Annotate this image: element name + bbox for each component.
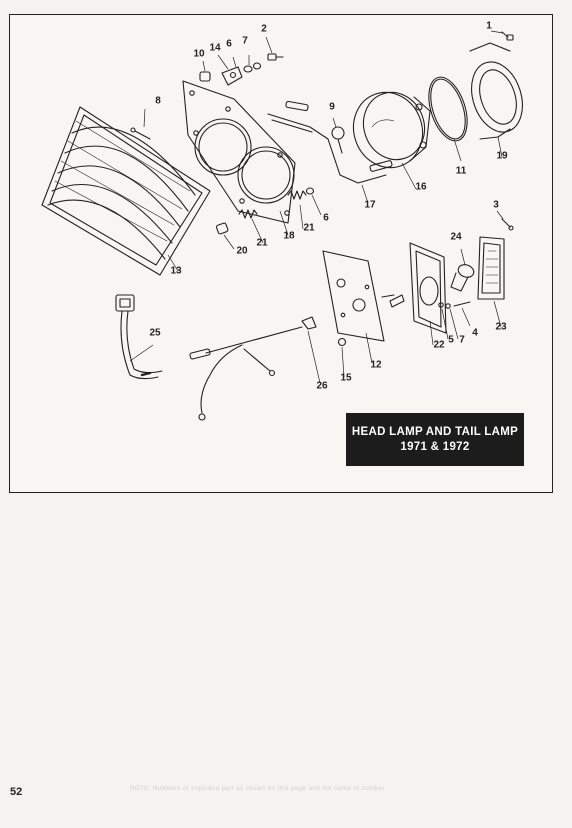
diagram-title: HEAD LAMP AND TAIL LAMP <box>351 426 519 438</box>
part-26-cable <box>189 316 317 421</box>
part-22-tail-housing <box>381 242 447 334</box>
callout-4: 4 <box>472 327 478 339</box>
callout-17: 17 <box>364 199 376 211</box>
callout-20: 20 <box>236 245 248 257</box>
part-13-grille <box>41 106 211 276</box>
diagram-title-box: HEAD LAMP AND TAIL LAMP 1971 & 1972 <box>346 413 524 466</box>
part-21-spring-right <box>287 190 307 200</box>
callout-21-left: 21 <box>256 237 268 249</box>
part-9-bulb <box>331 126 345 154</box>
callout-8: 8 <box>155 95 161 107</box>
part-4-screw <box>453 301 471 307</box>
part-6-washer-right <box>305 187 315 195</box>
part-11-ring <box>428 76 468 142</box>
callout-18: 18 <box>283 230 295 242</box>
part-23-lens <box>477 236 505 300</box>
part-19-housing-rim <box>469 42 523 140</box>
callout-7-top: 7 <box>242 35 248 47</box>
callout-6-top: 6 <box>226 38 232 50</box>
part-14-clip <box>221 66 243 86</box>
part-24-bulb <box>450 264 475 292</box>
callout-6-right: 6 <box>323 212 329 224</box>
callout-1: 1 <box>486 20 492 32</box>
callout-13: 13 <box>170 265 182 277</box>
callout-2: 2 <box>261 23 267 35</box>
callout-23: 23 <box>495 321 507 333</box>
part-2-screw <box>267 53 284 61</box>
callout-15: 15 <box>340 372 352 384</box>
part-20-adjuster <box>215 222 229 235</box>
part-1-screw <box>501 31 514 41</box>
part-21-spring-left <box>238 209 258 219</box>
part-25-connector <box>115 294 163 380</box>
part-10-nut <box>199 71 211 82</box>
callout-11: 11 <box>455 165 467 177</box>
callout-25: 25 <box>149 327 161 339</box>
diagram-years: 1971 & 1972 <box>400 441 470 453</box>
callout-9: 9 <box>329 101 335 113</box>
callout-5: 5 <box>448 334 454 346</box>
part-8-screw <box>130 127 151 140</box>
callout-19: 19 <box>496 150 508 162</box>
part-3-screw <box>501 218 514 231</box>
part-17-harness <box>267 100 393 184</box>
part-16-sealed-beam <box>352 91 431 169</box>
callout-7-right: 7 <box>459 334 465 346</box>
part-15-nut <box>337 337 347 347</box>
callout-22: 22 <box>433 339 445 351</box>
part-5-washer <box>438 302 444 308</box>
exploded-parts-diagram <box>41 30 523 421</box>
callout-12: 12 <box>370 359 382 371</box>
part-6-washer-top <box>243 65 253 73</box>
callout-14: 14 <box>209 42 221 54</box>
part-7-washer <box>445 303 451 309</box>
callout-26: 26 <box>316 380 328 392</box>
leader-lines <box>129 30 504 384</box>
callout-21-mid: 21 <box>303 222 315 234</box>
part-18-bracket <box>182 80 296 224</box>
part-12-mount-plate <box>322 250 385 342</box>
diagram-frame: 1 2 3 4 5 6 6 7 7 8 9 10 11 12 13 14 15 … <box>9 14 553 493</box>
page-number: 52 <box>10 786 23 798</box>
callout-16: 16 <box>415 181 427 193</box>
part-7-washer-top <box>252 62 262 70</box>
callout-10: 10 <box>193 48 205 60</box>
callout-3: 3 <box>493 199 499 211</box>
callout-24: 24 <box>450 231 462 243</box>
footer-bleed-through-text: NOTE: Numbers of exploded part as shown … <box>130 786 385 792</box>
